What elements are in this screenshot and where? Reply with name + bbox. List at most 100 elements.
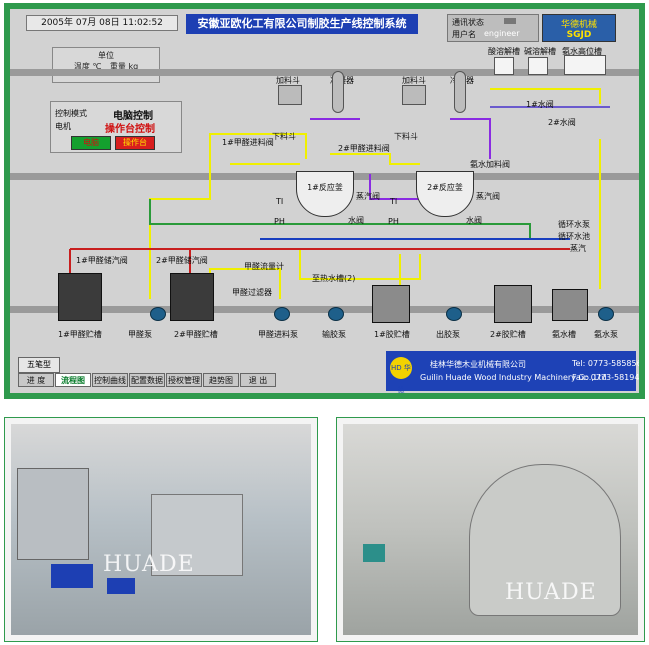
pump-f1[interactable] xyxy=(150,307,166,321)
store-tank-1 xyxy=(58,273,102,321)
ammonia-pump-label: 氨水泵 xyxy=(594,330,618,339)
hopper-2 xyxy=(402,85,426,105)
left-tank xyxy=(17,468,89,560)
right-watermark: HUADE xyxy=(505,580,597,605)
steam-valve-2-label: 蒸汽阀 xyxy=(476,192,500,201)
motor-value: 操作台控制 xyxy=(105,124,155,135)
brand-box: 华德机械 SGJD xyxy=(542,14,616,42)
nav-button-progress[interactable]: 进 度 xyxy=(18,373,54,387)
right-reactor xyxy=(469,464,621,616)
nav-button-control-curve[interactable]: 控制曲线 xyxy=(92,373,128,387)
hopper-label-2: 加料斗 xyxy=(402,76,426,85)
water-valve-b-label: 水阀 xyxy=(466,216,482,225)
feed-pump-label: 甲醛进料泵 xyxy=(258,330,298,339)
console-button[interactable]: 操作台 xyxy=(115,136,155,150)
ph-label-1: PH xyxy=(274,217,285,226)
status-label: 通讯状态 xyxy=(452,18,484,27)
company-box: HD 华德 桂林华德木业机械有限公司 Guilin Huade Wood Ind… xyxy=(386,351,639,393)
left-equipment xyxy=(151,494,243,576)
ammonia-feed-label: 氨水加料阀 xyxy=(470,160,510,169)
user-label: 用户名 xyxy=(452,30,476,39)
store-tank-2 xyxy=(170,273,214,321)
right-valve xyxy=(363,544,385,562)
reactor-2: 2#反应釜 xyxy=(416,171,474,217)
computer-button[interactable]: 电脑 xyxy=(71,136,111,150)
control-mode-box: 控制模式 电脑控制 电机 操作台控制 电脑 操作台 xyxy=(50,101,182,153)
pump-feed[interactable] xyxy=(274,307,290,321)
ammonia-meas-label: 氨水高位槽 xyxy=(562,47,602,56)
company-name-en: Guilin Huade Wood Industry Machinery Co.… xyxy=(420,373,607,382)
condenser-2 xyxy=(454,71,466,113)
unit-box: 单位 温度 ℃ 重量 kg xyxy=(52,47,160,83)
unit-weight: 重量 kg xyxy=(109,62,139,71)
acid-tank xyxy=(494,57,514,75)
water-valve-a-label: 水阀 xyxy=(348,216,364,225)
pump-glue[interactable] xyxy=(328,307,344,321)
ammonia-pipe-top xyxy=(490,88,601,104)
pump-glue-out[interactable] xyxy=(446,307,462,321)
hopper-label-1: 加料斗 xyxy=(276,76,300,85)
brand-line1: 华德机械 xyxy=(560,20,597,30)
store-1-label: 1#甲醛贮槽 xyxy=(58,330,102,339)
water-valve-1-label: 1#水阀 xyxy=(526,100,554,109)
tab-input-method[interactable]: 五笔型 xyxy=(18,357,60,373)
reactor-1-label: 1#反应釜 xyxy=(307,183,343,192)
filter-label: 甲醛过滤器 xyxy=(232,288,272,297)
photo-right: HUADE xyxy=(336,417,645,642)
user-value: engineer xyxy=(484,29,520,38)
mode-value: 电脑控制 xyxy=(113,111,153,122)
alkali-tank-label: 碱溶解槽 xyxy=(524,47,556,56)
company-fax: Fax: 0773-5819498 xyxy=(572,373,639,382)
photo-left: HUADE xyxy=(4,417,318,642)
nav-button-auth[interactable]: 授权管理 xyxy=(166,373,202,387)
feed-pipe-2 xyxy=(149,149,211,254)
down-chute-1-label: 下料斗 xyxy=(272,132,296,141)
page-title: 安徽亚欧化工有限公司制胶生产线控制系统 xyxy=(186,14,418,34)
feed-pipe-7 xyxy=(299,249,421,280)
nav-button-flowchart[interactable]: 流程图 xyxy=(55,373,91,387)
scada-screen: 2005年 07月 08日 11:02:52 安徽亚欧化工有限公司制胶生产线控制… xyxy=(10,9,639,393)
unit-temp: 温度 ℃ xyxy=(73,62,102,71)
feed-pipe-1 xyxy=(209,133,307,159)
reactor-1: 1#反应釜 xyxy=(296,171,354,217)
f-pump-1-label: 甲醛泵 xyxy=(128,330,152,339)
ammonia-tank xyxy=(552,289,588,321)
pump-ammonia[interactable] xyxy=(598,307,614,321)
feed-valve-1-label: 1#甲醛进料阀 xyxy=(222,138,274,147)
unit-values: 温度 ℃ 重量 kg xyxy=(53,61,159,72)
purple-pipe-3 xyxy=(369,174,430,200)
flowmeter-label: 甲醛流量计 xyxy=(244,262,284,271)
photo-left-image: HUADE xyxy=(11,424,311,635)
datetime-display: 2005年 07月 08日 11:02:52 xyxy=(26,15,178,31)
f2-tank-valve-label: 2#甲醛储汽阀 xyxy=(156,256,208,265)
water-valve-2-label: 2#水阀 xyxy=(548,118,576,127)
company-logo: HD 华德 xyxy=(390,357,412,393)
hopper-1 xyxy=(278,85,302,105)
floor-band-bottom xyxy=(10,306,639,313)
mode-label: 控制模式 xyxy=(55,109,87,118)
ammonia-tank-label: 氨水槽 xyxy=(552,330,576,339)
nav-button-config-data[interactable]: 配置数据 xyxy=(129,373,165,387)
status-indicator xyxy=(504,18,516,24)
alkali-tank xyxy=(528,57,548,75)
pipe-diagram xyxy=(69,88,610,299)
glue-tank-1 xyxy=(372,285,410,323)
feed-valve-2-label: 2#甲醛进料阀 xyxy=(338,144,390,153)
status-box: 通讯状态 用户名 engineer xyxy=(447,14,539,42)
store-2-label: 2#甲醛贮槽 xyxy=(174,330,218,339)
ph-label-2: PH xyxy=(388,217,399,226)
reactor-2-label: 2#反应釜 xyxy=(427,183,463,192)
floor-band-top xyxy=(10,69,639,76)
steam-valve-1-label: 蒸汽阀 xyxy=(356,192,380,201)
circ-water-in-label: 循环水池 xyxy=(558,232,590,241)
left-pump-2 xyxy=(107,578,135,594)
down-chute-2-label: 下料斗 xyxy=(394,132,418,141)
nav-button-exit[interactable]: 退 出 xyxy=(240,373,276,387)
ammonia-meas-tank xyxy=(564,55,606,75)
photo-right-image: HUADE xyxy=(343,424,638,635)
nav-button-trend[interactable]: 趋势图 xyxy=(203,373,239,387)
hot-to-label: 至热水槽(2) xyxy=(312,274,356,283)
company-name-cn: 桂林华德木业机械有限公司 xyxy=(430,360,526,369)
left-pump-1 xyxy=(51,564,93,588)
